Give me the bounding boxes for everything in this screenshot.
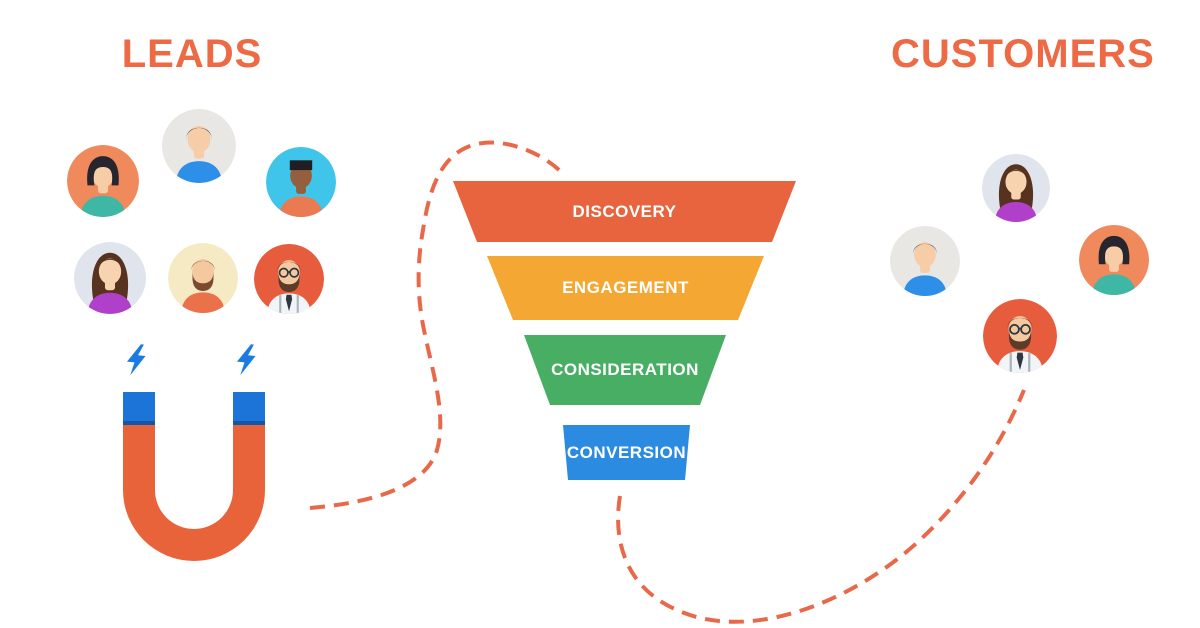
avatar-man-flattop-cyan	[266, 147, 336, 217]
funnel-stage-label: DISCOVERY	[572, 201, 677, 221]
funnel-stage-consideration: CONSIDERATION	[524, 335, 726, 405]
person-avatar-icon	[890, 226, 960, 296]
person-avatar-icon	[266, 147, 336, 217]
magnet-pole-edge	[123, 421, 155, 425]
leads-title: LEADS	[121, 32, 263, 76]
magnet-body	[123, 425, 265, 561]
person-avatar-icon	[67, 145, 139, 217]
magnet-pole-edge	[233, 421, 265, 425]
avatar-woman-long-purple	[982, 154, 1050, 222]
avatar-man-glasses-tie	[254, 244, 324, 314]
magnet-pole-tip	[123, 392, 155, 425]
funnel-stage-engagement: ENGAGEMENT	[487, 256, 764, 320]
avatar-man-short-blue	[890, 226, 960, 296]
avatar-woman-long-purple	[74, 242, 146, 314]
person-avatar-icon	[74, 242, 146, 314]
person-avatar-icon	[983, 299, 1057, 373]
magnet	[120, 344, 268, 564]
person-avatar-icon	[1079, 225, 1149, 295]
lightning-bolt-icon	[236, 344, 256, 376]
funnel-stage-label: ENGAGEMENT	[562, 278, 689, 297]
connector-magnet-to-funnel	[309, 140, 561, 510]
person-avatar-icon	[168, 243, 238, 313]
avatar-woman-bob-teal	[1079, 225, 1149, 295]
avatar-man-beard-cream	[168, 243, 238, 313]
person-avatar-icon	[982, 154, 1050, 222]
funnel-stage-label: CONVERSION	[566, 442, 687, 462]
funnel-stage-discovery: DISCOVERY	[453, 181, 796, 242]
avatar-woman-bob-teal	[67, 145, 139, 217]
funnel-stage-label: CONSIDERATION	[551, 360, 699, 379]
avatar-man-glasses-tie	[983, 299, 1057, 373]
lightning-bolt-icon	[126, 344, 146, 376]
connector-funnel-to-customers	[616, 389, 1026, 624]
customers-title: CUSTOMERS	[891, 32, 1155, 76]
funnel-stage-conversion: CONVERSION	[563, 425, 690, 480]
avatar-man-short-blue	[162, 109, 236, 183]
person-avatar-icon	[254, 244, 324, 314]
magnet-pole-tip	[233, 392, 265, 425]
person-avatar-icon	[162, 109, 236, 183]
